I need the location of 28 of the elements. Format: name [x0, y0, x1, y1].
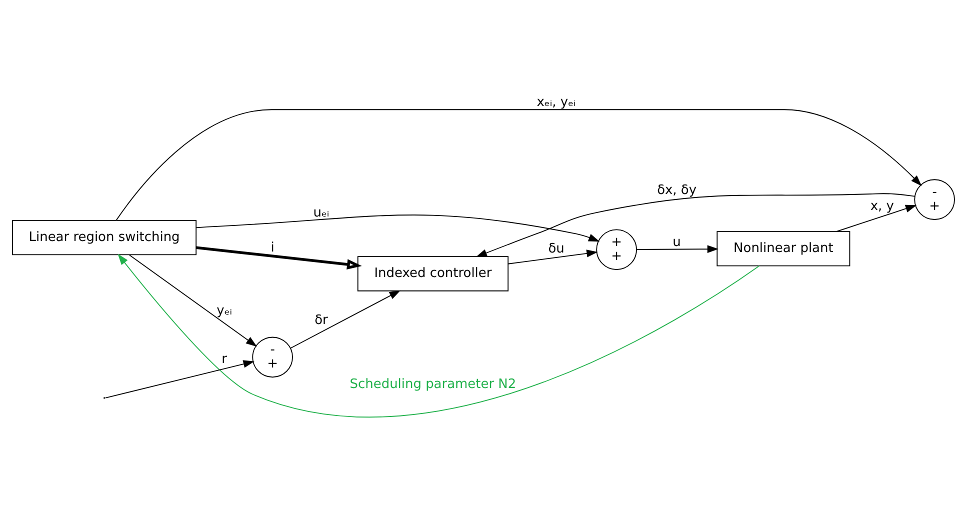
edge-label: Scheduling parameter N2: [350, 376, 516, 392]
node-circle: + +: [596, 228, 637, 270]
edge-label: x, y: [870, 198, 894, 214]
arrow: [128, 254, 258, 346]
edge-label: δx, δy: [657, 182, 697, 198]
arrow: [196, 246, 362, 269]
edge-label: r: [222, 351, 228, 366]
node-circle: - +: [914, 178, 955, 220]
arrow: [476, 192, 916, 257]
arrow: [290, 290, 401, 348]
arrow: [104, 360, 254, 398]
arrow: [836, 204, 917, 232]
node-circle: - +: [252, 336, 293, 378]
edge-label: δr: [314, 312, 328, 328]
arrow: [118, 253, 760, 417]
arrow: [636, 244, 718, 252]
node-box: Indexed controller: [357, 256, 509, 291]
edge-label: u: [672, 234, 681, 250]
edge-label: uₑᵢ: [313, 204, 330, 220]
edge-label: xₑᵢ, yₑᵢ: [536, 94, 576, 110]
arrow: [116, 108, 922, 220]
edge-label: yₑᵢ: [216, 303, 232, 318]
edge-label: i: [270, 240, 274, 256]
edge-label: δu: [548, 241, 564, 256]
arrow: [508, 249, 598, 264]
node-box: Nonlinear plant: [716, 230, 850, 266]
arrow: [196, 214, 600, 242]
node-box: Linear region switching: [12, 219, 197, 255]
